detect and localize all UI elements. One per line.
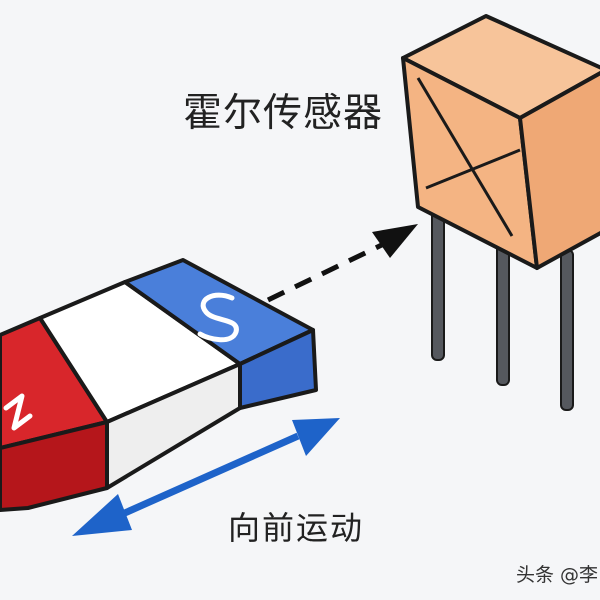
motion-double-arrow bbox=[72, 418, 340, 536]
sensor-face-cross-line bbox=[425, 148, 521, 190]
magnet-front-south bbox=[238, 328, 318, 410]
sensor-pin-middle bbox=[496, 242, 510, 386]
sensor-side-face bbox=[518, 71, 600, 270]
sensor-pin-left bbox=[431, 204, 445, 361]
motion-label: 向前运动 bbox=[228, 509, 365, 547]
sensor-face-cross-line bbox=[416, 77, 514, 237]
hall-sensor-label: 霍尔传感器 bbox=[183, 91, 384, 136]
hall-sensor-body bbox=[401, 14, 600, 270]
sensor-pin-right bbox=[560, 249, 574, 411]
magnet-front-north bbox=[0, 420, 109, 512]
watermark: 头条 @李 bbox=[516, 564, 599, 586]
north-pole-letter bbox=[3, 393, 33, 431]
bar-magnet bbox=[0, 258, 318, 512]
field-direction-arrow bbox=[266, 224, 418, 303]
south-pole-letter bbox=[197, 292, 239, 343]
